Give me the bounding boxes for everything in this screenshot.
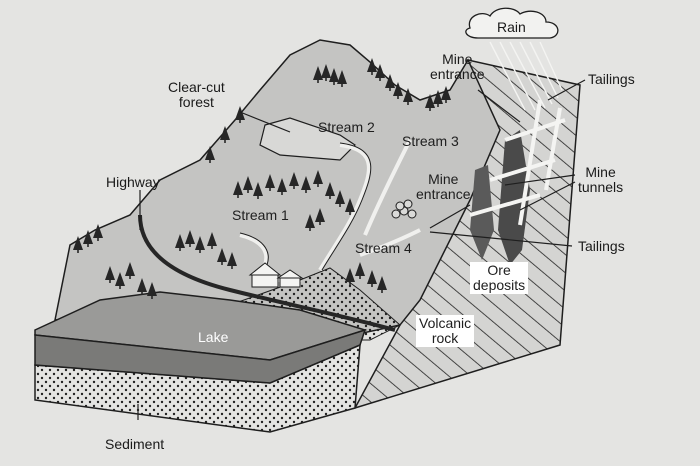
label-line: deposits — [473, 278, 525, 293]
label-volcanic-rock: Volcanic rock — [416, 315, 474, 347]
label-stream-3: Stream 3 — [402, 134, 459, 149]
label-line: Ore — [473, 263, 525, 278]
label-stream-4: Stream 4 — [355, 241, 412, 256]
label-line: Volcanic — [419, 316, 471, 331]
label-lake: Lake — [198, 330, 228, 345]
label-line: Mine — [416, 172, 470, 187]
label-line: Mine — [578, 165, 623, 180]
label-mine-entrance-top: Mine entrance — [430, 52, 484, 82]
label-stream-1: Stream 1 — [232, 208, 289, 223]
label-stream-2: Stream 2 — [318, 120, 375, 135]
label-line: entrance — [416, 187, 470, 202]
label-mine-tunnels: Mine tunnels — [578, 165, 623, 195]
label-line: Mine — [430, 52, 484, 67]
label-line: entrance — [430, 67, 484, 82]
label-line: forest — [168, 95, 225, 110]
label-tailings-top: Tailings — [588, 72, 635, 87]
label-line: Clear-cut — [168, 80, 225, 95]
label-ore-deposits: Ore deposits — [470, 262, 528, 294]
label-line: rock — [419, 331, 471, 346]
label-tailings-bottom: Tailings — [578, 239, 625, 254]
label-clear-cut-forest: Clear-cut forest — [168, 80, 225, 110]
label-line: tunnels — [578, 180, 623, 195]
label-mine-entrance-mid: Mine entrance — [416, 172, 470, 202]
label-sediment: Sediment — [105, 437, 164, 452]
label-highway: Highway — [106, 175, 160, 190]
label-rain: Rain — [497, 20, 526, 35]
